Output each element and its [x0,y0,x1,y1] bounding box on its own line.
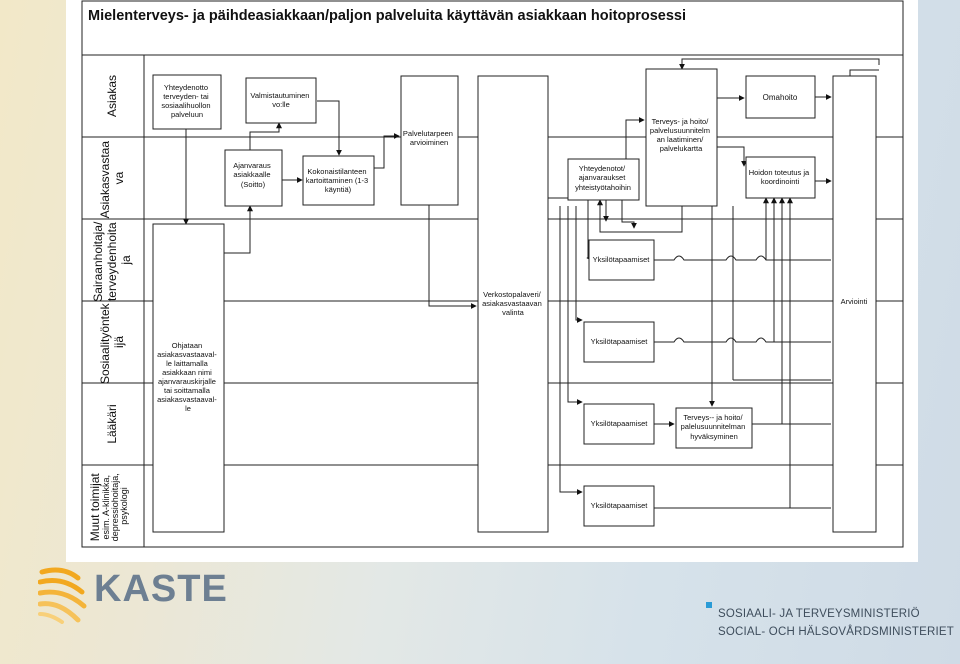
arrow [679,58,880,70]
process-box-palvelutarpeen: Palvelutarpeen arvioiminen [400,75,459,206]
svg-text:Terveys-- ja hoito/ pa: Terveys-- ja hoito/ palelusuunnitelman h… [681,413,748,441]
svg-text:Verkostopalaveri/ asia: Verkostopalaveri/ asiakasvastaavan valin… [482,290,544,317]
arrow [559,206,583,495]
arrow [597,199,683,233]
ministry-square-icon [706,602,712,608]
lane-label-muut: Muut toimijat esim. A-klinikka, depressi… [88,471,129,542]
process-box-ohjataan: Ohjataan asiakasvastaaval- le laittamall… [152,223,225,533]
ministry-name-fi: SOSIAALI- JA TERVEYSMINISTERIÖ [718,608,920,620]
lane-label-sosiaalityontekija: Sosiaalityöntek ijä [98,300,126,384]
svg-text:Yhteydenotot/ ajanvara: Yhteydenotot/ ajanvaraukset yhteistyötah… [575,164,631,192]
process-box-hoidon-toteutus: Hoidon toteutus ja koordinointi [745,156,816,199]
process-box-arviointi: Arviointi [832,75,877,533]
arrow [224,205,253,254]
kaste-logo-text: KASTE [94,568,228,610]
svg-text:Yksilötapaamiset: Yksilötapaamiset [591,337,649,346]
lane-label-sairaanhoitaja: Sairaanhoitaja/ terveydenhoita ja [91,218,133,301]
ministry-name-sv: SOCIAL- OCH HÄLSOVÅRDSMINISTERIET [718,626,954,638]
process-box-valmistautuminen: Valmistautuminen vo:lle [245,77,317,124]
svg-text:Omahoito: Omahoito [763,93,798,102]
diagram-title: Mielenterveys- ja päihdeasiakkaan/paljon… [88,8,686,24]
slide-content: Mielenterveys- ja päihdeasiakkaan/paljon… [66,0,918,562]
kaste-logo: KASTE [38,566,228,626]
ministry-footer: SOSIAALI- JA TERVEYSMINISTERIÖ SOCIAL- O… [706,602,954,646]
arrow [249,122,282,150]
process-box-yksilotapaamiset-4: Yksilötapaamiset [583,485,655,527]
svg-text:Kokonaistilanteen kart: Kokonaistilanteen kartoittaminen (1-3 kä… [306,167,371,194]
kaste-logo-stripes-icon [38,567,87,624]
svg-text:Yhteydenotto terveyden: Yhteydenotto terveyden- tai sosiaalihuol… [161,83,212,119]
arrow [717,146,747,167]
process-box-terveys-hoito: Terveys- ja hoito/ palvelusuunnitelm an … [645,68,718,207]
svg-text:Valmistautuminen vo:ll: Valmistautuminen vo:lle [250,91,311,109]
line [849,69,879,76]
process-box-verkostopalaveri: Verkostopalaveri/ asiakasvastaavan valin… [477,75,549,533]
process-box-yhteydenotto: Yhteydenotto terveyden- tai sosiaalihuol… [152,74,222,130]
process-box-yksilotapaamiset-3: Yksilötapaamiset [583,403,655,445]
svg-text:Ohjataan asiakasvastaa: Ohjataan asiakasvastaaval- le laittamall… [157,341,219,413]
svg-text:Yksilötapaamiset: Yksilötapaamiset [591,501,649,510]
process-box-hyvaksyminen: Terveys-- ja hoito/ palelusuunnitelman h… [675,407,753,449]
arrow [586,200,593,261]
process-diagram: Mielenterveys- ja päihdeasiakkaan/paljon… [81,0,904,548]
lane-label-asiakasvastaava: Asiakasvastaa va [98,138,126,219]
svg-text:Terveys- ja hoito/ pal: Terveys- ja hoito/ palvelusuunnitelm an … [650,117,712,153]
process-box-ajanvaraus: Ajanvaraus asiakkaalle (Soitto) [224,149,283,207]
line [654,337,831,343]
svg-text:Ajanvaraus asiakkaalle: Ajanvaraus asiakkaalle (Soitto) [233,161,273,189]
process-box-yhteydenotot: Yhteydenotot/ ajanvaraukset yhteistyötah… [567,158,640,201]
arrow [575,206,583,323]
process-box-kokonaistilanteen: Kokonaistilanteen kartoittaminen (1-3 kä… [302,155,375,206]
arrow [317,100,342,156]
arrow [428,205,477,309]
svg-text:Hoidon toteutus ja koo: Hoidon toteutus ja koordinointi [749,168,812,186]
arrow [374,133,400,169]
svg-text:Arviointi: Arviointi [841,297,868,306]
process-box-omahoito: Omahoito [745,75,816,119]
lane-label-laakari: Lääkäri [105,404,119,443]
process-box-yksilotapaamiset-1: Yksilötapaamiset [588,239,655,281]
svg-text:Palvelutarpeen arvioim: Palvelutarpeen arvioiminen [403,129,455,147]
svg-text:Yksilötapaamiset: Yksilötapaamiset [591,419,649,428]
arrow [567,206,583,405]
line [654,255,831,261]
connectors [183,58,880,509]
lane-label-asiakas: Asiakas [105,75,119,117]
svg-text:Yksilötapaamiset: Yksilötapaamiset [593,255,651,264]
arrow [621,200,637,229]
process-box-yksilotapaamiset-2: Yksilötapaamiset [583,321,655,363]
